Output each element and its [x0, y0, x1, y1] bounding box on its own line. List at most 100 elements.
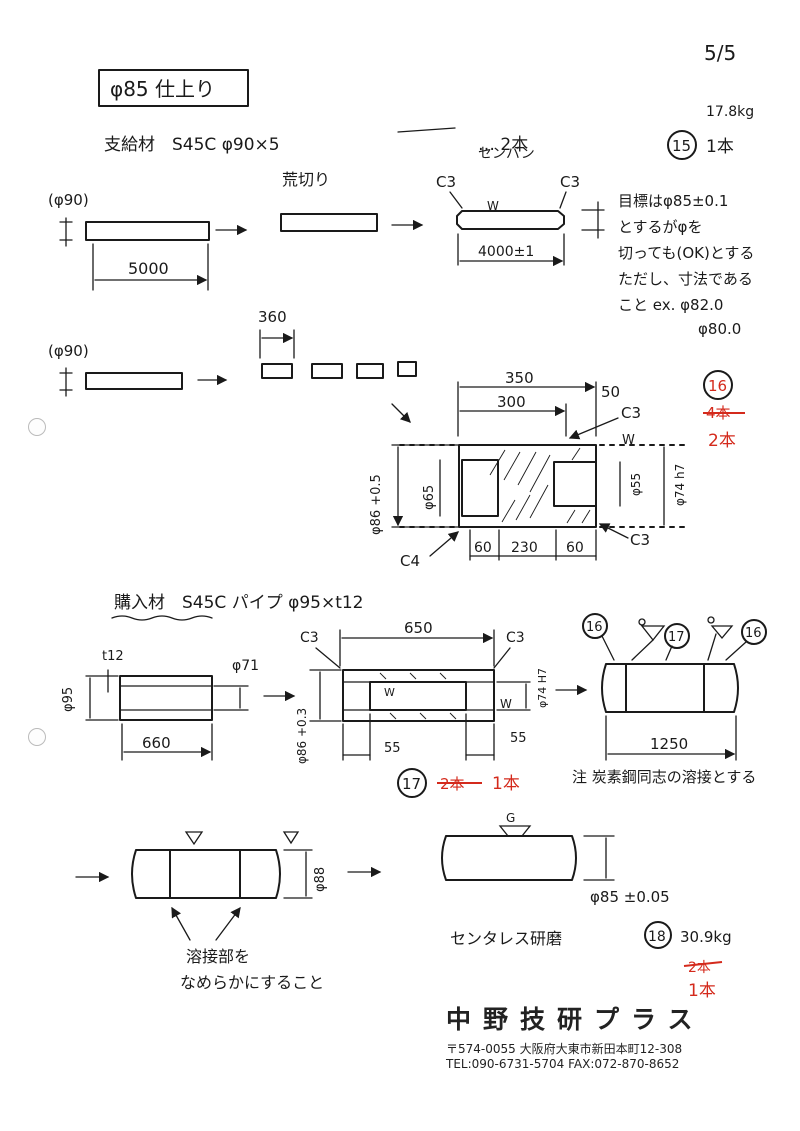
- s1-step-cut: 荒切り: [282, 170, 330, 189]
- s3-bore-fit: φ74 H7: [536, 668, 549, 708]
- s3-dim-bottom-left: 55: [384, 741, 401, 756]
- svg-text:目標はφ85±0.1: 目標はφ85±0.1: [618, 192, 728, 210]
- s1-step-center: センバン: [478, 146, 535, 162]
- s2-piece-4: [397, 361, 417, 377]
- s1-chamfer-right: C3: [560, 173, 580, 191]
- s3-assy-circle-2: [664, 623, 690, 649]
- s3-item-circle: [397, 768, 427, 798]
- s3-pipe-raw: [119, 675, 213, 721]
- s4-process: センタレス研磨: [450, 929, 562, 948]
- s1-item-qty: 1本: [706, 137, 734, 157]
- s2-item-circle: [703, 370, 733, 400]
- s2-dim-bottom-1: 60: [474, 540, 492, 556]
- s4-grind-symbol: [498, 825, 532, 837]
- s4-dia: φ88: [313, 867, 328, 892]
- s1-finish-mark: W: [487, 199, 499, 213]
- svg-text:φ80.0: φ80.0: [698, 320, 741, 338]
- s1-header-tail: … 2本: [478, 135, 528, 155]
- s2-dim-inner-text: 300: [497, 393, 526, 411]
- s1-bar-raw: [85, 221, 210, 241]
- s1-strike: [397, 127, 456, 133]
- title-text: φ85 仕上り: [110, 77, 215, 101]
- s3-chamfer-left: C3: [300, 630, 319, 646]
- s3-thickness: t12: [102, 649, 124, 664]
- s3-id: φ71: [232, 658, 259, 674]
- s4-mark-2: [282, 831, 300, 845]
- svg-text:ただし、寸法である: ただし、寸法である: [618, 270, 753, 288]
- s2-chamfer-bottom-left: C4: [400, 552, 420, 570]
- s4-final-dia: φ85 ±0.05: [590, 888, 670, 906]
- s2-qty-new: 2本: [708, 431, 736, 451]
- s1-bar-cut: [280, 213, 378, 232]
- s1-label-dia: (φ90): [48, 191, 89, 209]
- s2-label-dia: (φ90): [48, 342, 89, 360]
- s2-dim-50: 50: [601, 383, 620, 401]
- s3-assembly: [601, 663, 739, 713]
- s2-dim-bottom-3: 60: [566, 540, 584, 556]
- s1-item-circle: [667, 130, 697, 160]
- s1-bar-finished: [456, 210, 565, 230]
- s4-grind-mark: G: [506, 811, 515, 825]
- svg-text:とするがφを: とするがφを: [618, 218, 702, 236]
- s3-assy-label-3: 16: [745, 626, 762, 641]
- s2-piece-1: [261, 363, 293, 379]
- s4-qty-old: 2本: [688, 960, 711, 976]
- svg-text:こと ex. φ82.0: こと ex. φ82.0: [618, 296, 723, 314]
- s2-item-no: 16: [708, 377, 727, 395]
- s2-bore-right-text: φ55: [629, 473, 643, 496]
- s3-pipe-finished: [342, 669, 495, 722]
- s3-assembly-length: 1250: [650, 735, 688, 753]
- s4-mark-1: [184, 831, 204, 846]
- s3-finish-mark: W: [500, 697, 512, 711]
- company-address: 〒574-0055 大阪府大東市新田本町12-308: [446, 1042, 683, 1056]
- s2-arrow-2: [391, 403, 411, 423]
- s2-dim-bottom-2: 230: [511, 540, 538, 556]
- company-stamp: 中野技研プラス 〒574-0055 大阪府大東市新田本町12-308 TEL:0…: [446, 1000, 786, 1071]
- s1-length-raw: 5000: [128, 259, 169, 278]
- s3-weld-note: 注 炭素鋼同志の溶接とする: [572, 768, 756, 786]
- s2-piece-2: [311, 363, 343, 379]
- s4-qty-new: 1本: [688, 981, 716, 1001]
- title-box: [98, 69, 249, 107]
- s1-header: 支給材 S45C φ90×5: [104, 135, 280, 155]
- s2-part-section: [399, 444, 691, 528]
- s2-bore-left-text: φ65: [422, 485, 437, 510]
- s4-weight: 30.9kg: [680, 928, 732, 946]
- binder-hole-bottom: [28, 728, 46, 746]
- s2-dia-left: φ86 +0.5: [369, 474, 384, 535]
- s2-bar-raw: [85, 372, 183, 390]
- s1-note: 目標はφ85±0.1 とするがφを 切っても(OK)とする ただし、寸法である …: [618, 192, 754, 338]
- s1-item-no: 15: [672, 137, 691, 155]
- s1-chamfer-left: C3: [436, 173, 456, 191]
- s3-length-raw: 660: [142, 734, 171, 752]
- s3-dia-outer: φ86 +0.3: [295, 708, 309, 764]
- s2-piece-3: [356, 363, 384, 379]
- s3-assy-label-1: 16: [586, 620, 603, 635]
- s4-welded-part: [131, 849, 281, 899]
- s3-assy-circle-3: [741, 619, 767, 645]
- s3-assy-label-2: 17: [668, 630, 685, 645]
- s2-chamfer-bottom-right: C3: [630, 531, 650, 549]
- s2-chamfer-top: C3: [621, 404, 641, 422]
- s2-bore-right: [553, 461, 597, 507]
- s3-qty-new: 1本: [492, 774, 520, 794]
- s4-item-no: 18: [648, 929, 666, 945]
- s4-item-circle: [644, 921, 672, 949]
- s4-final-part: [441, 835, 577, 881]
- svg-text:切っても(OK)とする: 切っても(OK)とする: [618, 244, 754, 262]
- s4-weld-note-1: 溶接部を: [186, 947, 250, 966]
- binder-hole-top: [28, 418, 46, 436]
- company-name: 中野技研プラス: [446, 1005, 705, 1034]
- s2-cut-length: 360: [258, 308, 287, 326]
- s1-length-finished: 4000±1: [478, 244, 534, 260]
- page-number: 5/5: [704, 41, 736, 65]
- s2-bore-fit: φ74 h7: [673, 464, 687, 506]
- s3-item-no: 17: [402, 775, 421, 793]
- s4-weld-note-2: なめらかにすること: [180, 973, 324, 992]
- s1-weight: 17.8kg: [706, 104, 754, 120]
- s3-assy-circle-1: [582, 613, 608, 639]
- s3-od: φ95: [61, 687, 76, 712]
- s2-bore-left: [461, 459, 499, 517]
- s3-chamfer-right: C3: [506, 630, 525, 646]
